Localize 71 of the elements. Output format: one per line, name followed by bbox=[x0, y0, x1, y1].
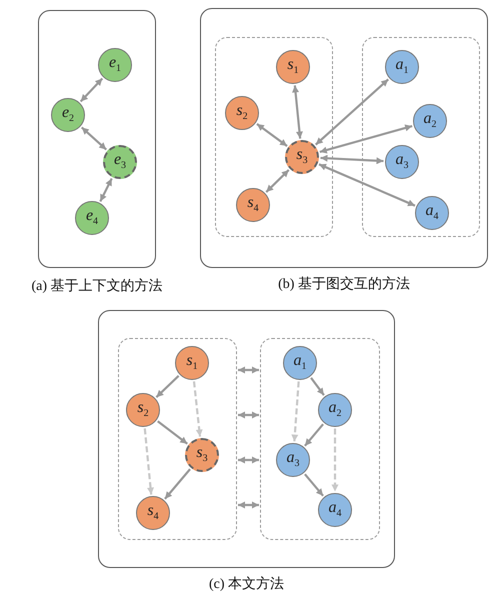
node-label: a$_{1}$ bbox=[294, 353, 306, 373]
arrow bbox=[164, 468, 191, 500]
node-circle bbox=[276, 50, 310, 84]
arrow bbox=[265, 169, 290, 193]
node-circle bbox=[51, 98, 85, 132]
arrow bbox=[332, 428, 338, 492]
node-label: s$_{1}$ bbox=[186, 353, 198, 373]
node-label: s$_{3}$ bbox=[196, 445, 208, 465]
arrow bbox=[144, 428, 154, 495]
node-circle bbox=[225, 96, 259, 130]
node-label: a$_{1}$ bbox=[396, 57, 408, 77]
arrow bbox=[292, 85, 303, 139]
node-circle bbox=[283, 346, 317, 380]
node-circle bbox=[276, 443, 310, 477]
arrow bbox=[318, 163, 416, 207]
dashed-group-box bbox=[215, 37, 333, 237]
node-circle bbox=[103, 145, 137, 179]
node-circle bbox=[413, 104, 447, 138]
node-circle bbox=[136, 496, 170, 530]
node-label: e$_{2}$ bbox=[62, 105, 74, 125]
node-label: a$_{3}$ bbox=[396, 152, 408, 172]
arrow bbox=[304, 423, 324, 447]
node-circle bbox=[75, 201, 109, 235]
node-circle bbox=[175, 346, 209, 380]
panel-caption: (c) 本文方法 bbox=[208, 575, 284, 593]
arrow bbox=[238, 366, 259, 374]
node-circle bbox=[318, 393, 352, 427]
node-label: a$_{2}$ bbox=[424, 111, 436, 131]
arrow bbox=[80, 126, 108, 150]
arrow bbox=[304, 473, 324, 497]
arrow bbox=[80, 78, 104, 102]
node-circle bbox=[98, 48, 132, 82]
panel-caption: (a) 基于上下文的方法 bbox=[31, 277, 163, 295]
node-label: s$_{3}$ bbox=[296, 147, 308, 167]
node-label: s$_{2}$ bbox=[236, 103, 248, 123]
dashed-group-box bbox=[118, 338, 237, 540]
arrow bbox=[156, 375, 180, 398]
arrow bbox=[99, 178, 113, 202]
node-circle bbox=[385, 50, 419, 84]
node-label: s$_{4}$ bbox=[247, 195, 259, 215]
node-label: a$_{4}$ bbox=[328, 500, 342, 520]
dashed-group-box bbox=[362, 37, 480, 237]
node-circle bbox=[415, 196, 449, 230]
node-label: a$_{4}$ bbox=[426, 203, 438, 223]
arrow bbox=[157, 420, 188, 445]
node-circle bbox=[126, 393, 160, 427]
node-label: a$_{2}$ bbox=[328, 400, 342, 420]
node-label: e$_{4}$ bbox=[86, 208, 98, 228]
node-label: e$_{1}$ bbox=[108, 55, 122, 75]
arrow bbox=[315, 78, 389, 146]
arrow bbox=[192, 381, 203, 437]
node-label: s$_{1}$ bbox=[287, 57, 299, 77]
node-label: s$_{4}$ bbox=[147, 503, 159, 523]
node-label: a$_{3}$ bbox=[286, 450, 300, 470]
node-circle bbox=[318, 493, 352, 527]
node-label: s$_{2}$ bbox=[137, 400, 149, 420]
node-circle bbox=[385, 145, 419, 179]
arrow bbox=[320, 154, 384, 164]
arrow bbox=[256, 123, 288, 147]
node-label: e$_{3}$ bbox=[114, 152, 126, 172]
dashed-group-box bbox=[260, 338, 380, 540]
node-circle bbox=[185, 438, 219, 472]
arrow bbox=[291, 381, 300, 442]
arrow bbox=[320, 124, 412, 154]
panel-caption: (b) 基于图交互的方法 bbox=[278, 275, 410, 293]
arrow bbox=[310, 377, 325, 396]
arrow bbox=[238, 456, 259, 464]
arrow bbox=[238, 502, 259, 508]
node-circle bbox=[236, 188, 270, 222]
arrow bbox=[238, 412, 259, 418]
node-circle bbox=[285, 140, 319, 174]
